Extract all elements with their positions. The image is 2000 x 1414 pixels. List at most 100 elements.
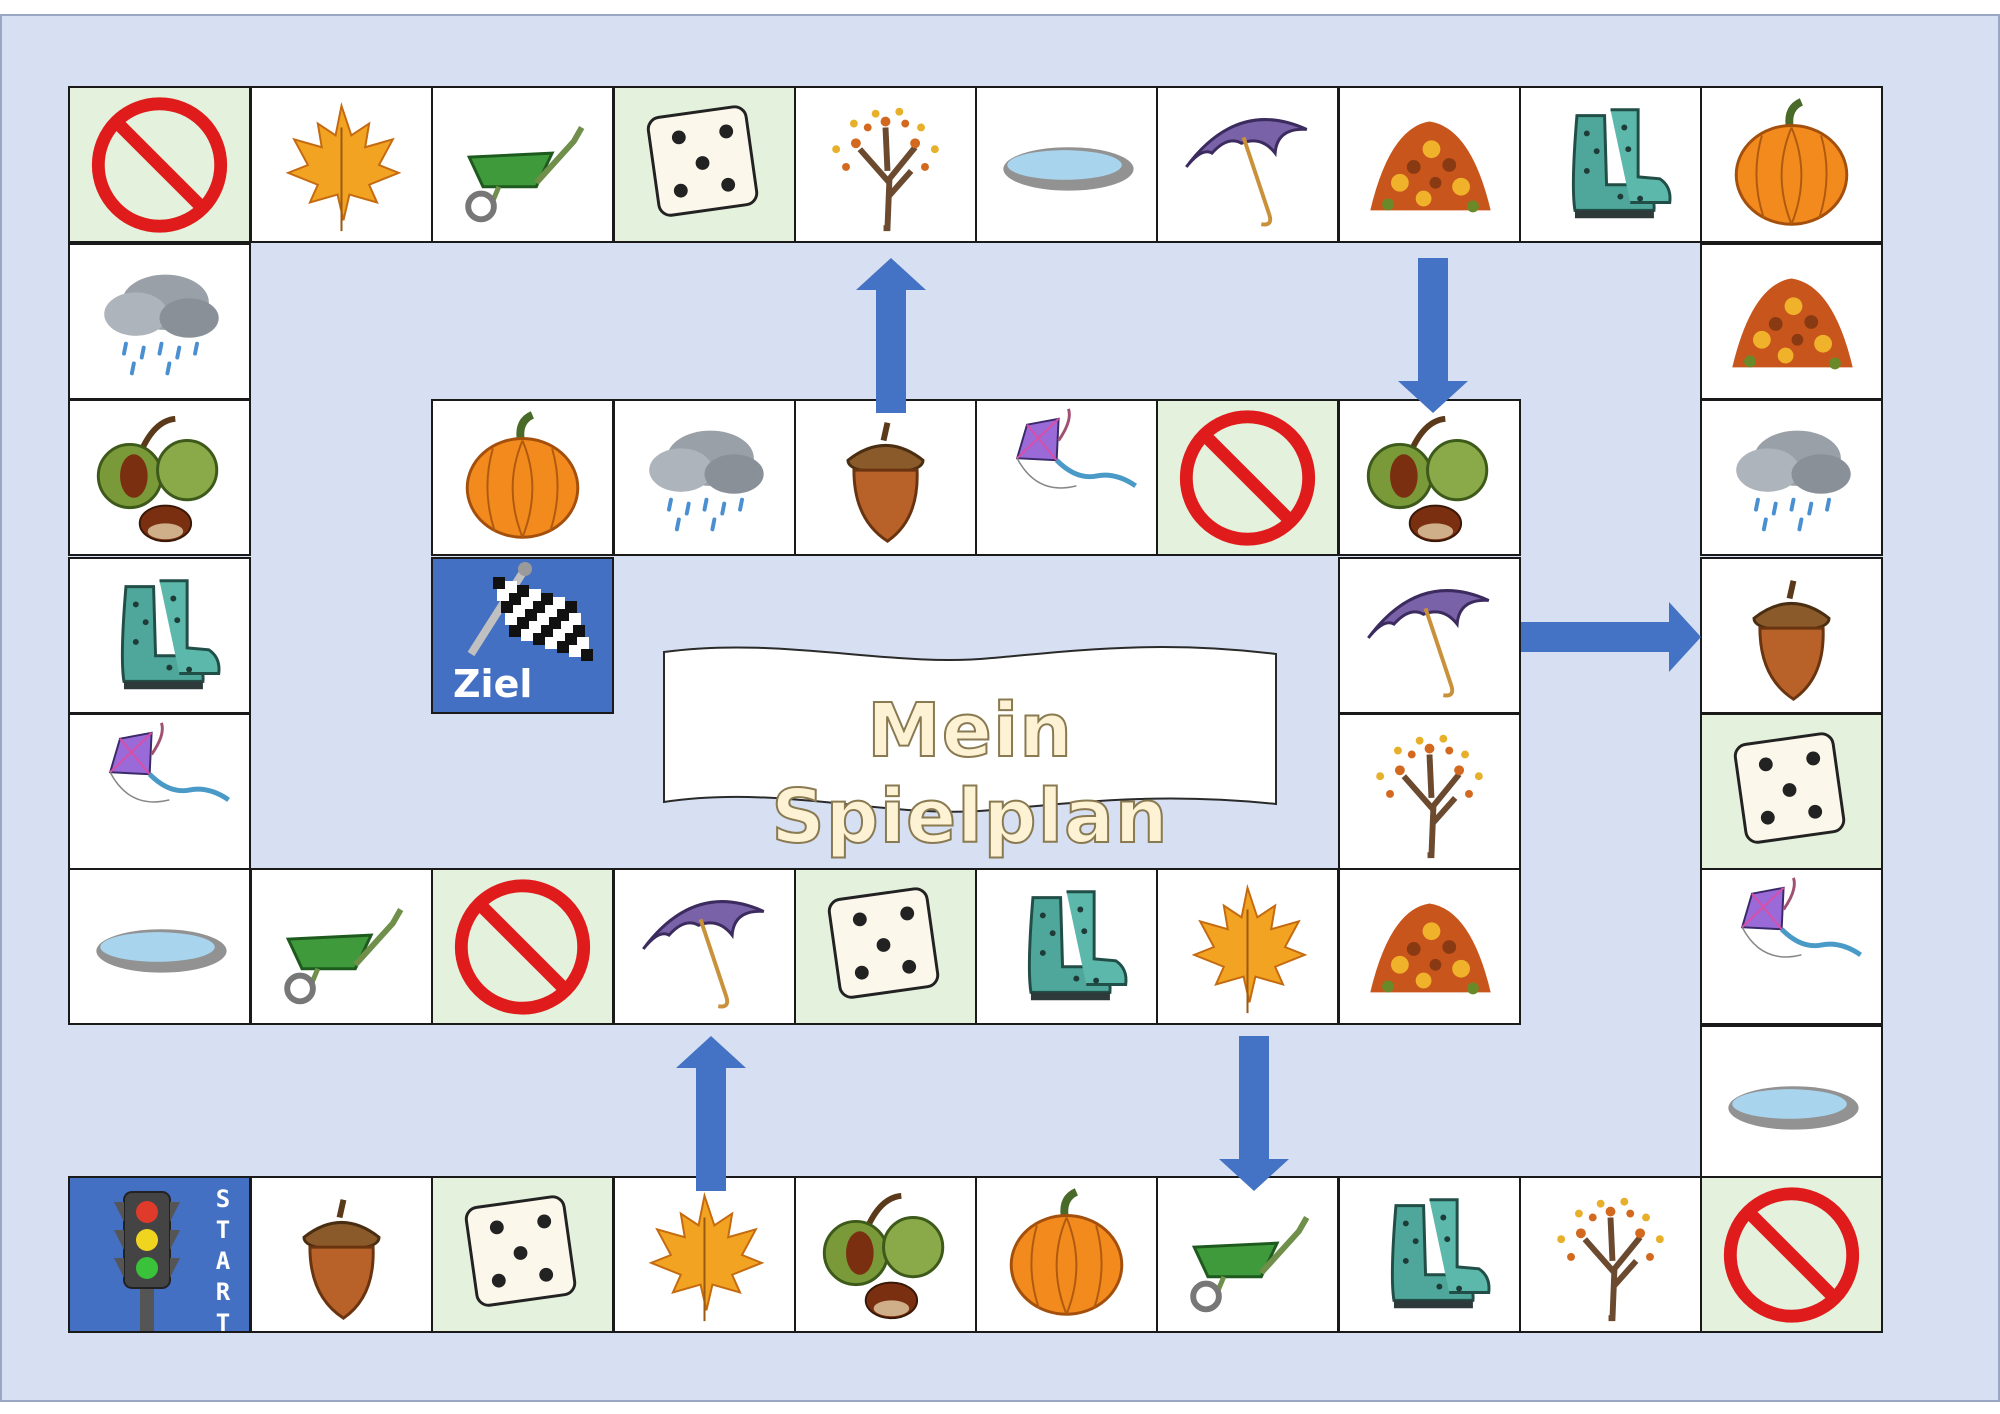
arrow-down (1219, 1036, 1289, 1191)
board-space[interactable] (250, 1176, 433, 1333)
rain-boots-icon (120, 579, 221, 690)
finish-label: Ziel (453, 662, 533, 706)
game-board: Ziel S T A R T Mein Spielplan (0, 14, 2000, 1402)
board-space[interactable] (794, 86, 977, 243)
rain-cloud-icon (104, 274, 219, 376)
puddle-icon (96, 929, 227, 973)
umbrella-icon (1367, 589, 1490, 698)
board-space[interactable] (975, 399, 1158, 556)
board-space[interactable] (68, 243, 251, 400)
start-letter: A (215, 1247, 231, 1275)
leaf-pile-icon (1370, 121, 1491, 213)
start-letter: T (215, 1309, 231, 1333)
board-space[interactable] (1700, 1176, 1883, 1333)
board-space[interactable] (250, 868, 433, 1025)
pumpkin-icon (1009, 1188, 1124, 1316)
board-space[interactable] (431, 1176, 614, 1333)
board-space[interactable] (250, 86, 433, 243)
board-space[interactable] (68, 868, 251, 1025)
rain-cloud-icon (1736, 430, 1851, 532)
dice-icon (646, 105, 759, 217)
board-space[interactable] (613, 1176, 796, 1333)
board-space[interactable] (613, 868, 796, 1025)
chestnut-icon (96, 415, 219, 543)
board-space[interactable] (68, 557, 251, 714)
board-space[interactable] (1700, 86, 1883, 243)
board-space[interactable] (975, 1176, 1158, 1333)
arrow-up (856, 258, 926, 413)
board-space[interactable] (68, 713, 251, 870)
dice-icon (464, 1195, 577, 1307)
acorn-icon (1752, 580, 1831, 701)
board-space[interactable] (68, 399, 251, 556)
board-space[interactable] (613, 399, 796, 556)
board-space[interactable] (1338, 86, 1521, 243)
maple-leaf-icon (1191, 883, 1308, 1014)
dice-icon (1733, 732, 1846, 844)
board-space[interactable] (1156, 86, 1339, 243)
board-space[interactable] (431, 399, 614, 556)
board-space[interactable] (975, 86, 1158, 243)
arrow-right (1521, 602, 1701, 672)
board-space[interactable] (1338, 1176, 1521, 1333)
start-label: S T A R T (211, 1184, 235, 1333)
start-cell[interactable]: S T A R T (68, 1176, 251, 1333)
checkered-flag-icon (467, 562, 593, 661)
traffic-light-icon (114, 1191, 180, 1331)
board-space[interactable] (613, 86, 796, 243)
start-letter: R (215, 1278, 231, 1306)
board-space[interactable] (794, 868, 977, 1025)
umbrella-icon (642, 900, 765, 1009)
leaf-pile-icon (1732, 278, 1853, 370)
board-space[interactable] (1156, 1176, 1339, 1333)
pumpkin-icon (465, 411, 580, 539)
wheelbarrow-icon (1190, 1216, 1310, 1313)
wheelbarrow-icon (284, 908, 404, 1005)
board-space[interactable] (1700, 868, 1883, 1025)
board-space[interactable] (1519, 86, 1702, 243)
kite-icon (1015, 408, 1138, 489)
board-space[interactable] (1700, 557, 1883, 714)
autumn-tree-icon (832, 107, 939, 232)
board-space[interactable] (1156, 868, 1339, 1025)
no-entry-icon (1723, 1187, 1860, 1323)
finish-cell[interactable]: Ziel (431, 557, 614, 714)
board-space[interactable] (794, 399, 977, 556)
rain-boots-icon (1027, 890, 1128, 1001)
board-space[interactable] (1700, 243, 1883, 400)
rain-boots-icon (1571, 108, 1672, 219)
board-space[interactable] (1338, 868, 1521, 1025)
puddle-icon (1728, 1086, 1859, 1130)
no-entry-icon (454, 879, 591, 1015)
title-banner: Mein Spielplan (662, 644, 1278, 861)
dice-icon (827, 887, 940, 999)
board-space[interactable] (975, 868, 1158, 1025)
board-space[interactable] (1338, 557, 1521, 714)
wheelbarrow-icon (465, 126, 585, 223)
rain-cloud-icon (649, 430, 764, 532)
board-title: Mein Spielplan (770, 687, 1169, 861)
no-entry-icon (1179, 410, 1316, 546)
pumpkin-icon (1734, 98, 1849, 226)
puddle-icon (1003, 147, 1134, 191)
board-space[interactable] (1700, 713, 1883, 870)
board-space[interactable] (794, 1176, 977, 1333)
autumn-tree-icon (1376, 734, 1483, 859)
board-space[interactable] (1700, 1025, 1883, 1182)
board-space[interactable] (431, 86, 614, 243)
start-letter: T (215, 1216, 231, 1244)
board-space[interactable] (1700, 399, 1883, 556)
board-space[interactable] (431, 868, 614, 1025)
chestnut-icon (822, 1192, 945, 1320)
arrow-down (1398, 258, 1468, 413)
board-space[interactable] (1338, 399, 1521, 556)
arrow-up (676, 1036, 746, 1191)
board-space[interactable] (1156, 399, 1339, 556)
board-space[interactable] (1338, 713, 1521, 870)
rain-boots-icon (1390, 1198, 1491, 1309)
board-space[interactable] (1519, 1176, 1702, 1333)
autumn-tree-icon (1557, 1197, 1664, 1322)
board-space[interactable] (68, 86, 251, 243)
no-entry-icon (91, 97, 228, 233)
maple-leaf-icon (285, 101, 402, 232)
